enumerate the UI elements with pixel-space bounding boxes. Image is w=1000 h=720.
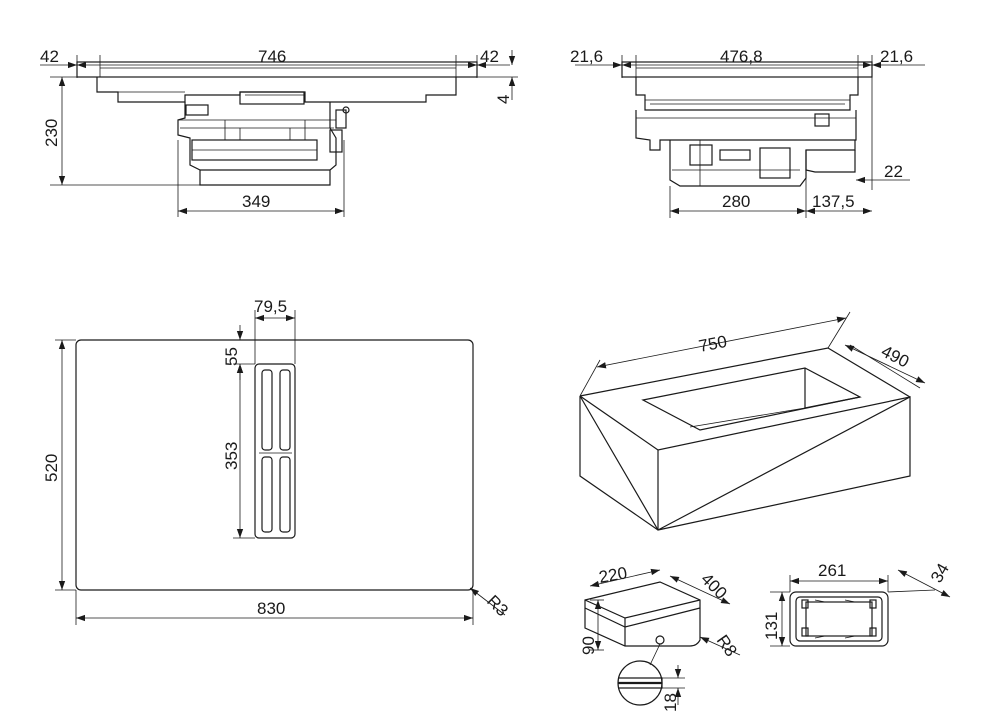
flat-duct-body — [584, 581, 701, 647]
vent-grille — [254, 363, 296, 539]
dim-right-margin: 42 — [480, 47, 499, 66]
duct-connector-view: 261 131 34 — [762, 560, 953, 647]
dim-top-width: 830 — [257, 599, 285, 618]
dim-glass-thickness: 4 — [494, 95, 513, 104]
dim-vent-length: 353 — [222, 442, 241, 470]
dim-duct-height: 90 — [579, 636, 598, 655]
dim-top-depth: 520 — [42, 454, 61, 482]
dim-duct-width: 220 — [597, 563, 628, 587]
dim-duct-radius: R8 — [713, 631, 741, 660]
dim-side-rear-depth: 137,5 — [812, 192, 855, 211]
dim-motor-width: 349 — [242, 192, 270, 211]
dim-side-right-margin: 21,6 — [880, 47, 913, 66]
dim-duct-depth: 400 — [697, 569, 730, 602]
front-elevation-view: 42 746 42 4 230 349 — [40, 47, 518, 217]
dim-cutout-width: 750 — [697, 332, 728, 356]
top-view: 79,5 55 353 520 830 R3 — [42, 297, 512, 625]
dim-connector-depth: 34 — [927, 560, 953, 586]
dim-height: 230 — [42, 119, 61, 147]
dim-connector-height: 131 — [762, 612, 781, 640]
connector-frame — [789, 591, 889, 647]
dim-vent-width: 79,5 — [254, 297, 287, 316]
dim-vent-offset: 55 — [222, 347, 241, 366]
motor-unit — [177, 102, 337, 186]
dim-side-offset: 22 — [884, 162, 903, 181]
worktop-cutout-view: 750 490 — [579, 311, 926, 531]
dim-side-width: 476,8 — [720, 47, 763, 66]
motor-unit-side — [669, 140, 856, 187]
hob-body-side — [635, 77, 859, 111]
dim-left-margin: 42 — [40, 47, 59, 66]
dim-connector-width: 261 — [818, 561, 846, 580]
dim-side-left-margin: 21,6 — [570, 47, 603, 66]
flat-duct-view: 220 400 90 R8 18 — [579, 563, 741, 712]
side-elevation-view: 21,6 476,8 21,6 22 280 137,5 — [570, 47, 925, 218]
hob-top-surface — [75, 339, 474, 591]
hob-body — [96, 77, 457, 103]
dim-cutout-depth: 490 — [878, 342, 912, 372]
dim-side-motor-depth: 280 — [722, 192, 750, 211]
dim-corner-radius: R3 — [483, 591, 512, 620]
dim-duct-detail: 18 — [661, 693, 680, 712]
dim-width: 746 — [258, 47, 286, 66]
